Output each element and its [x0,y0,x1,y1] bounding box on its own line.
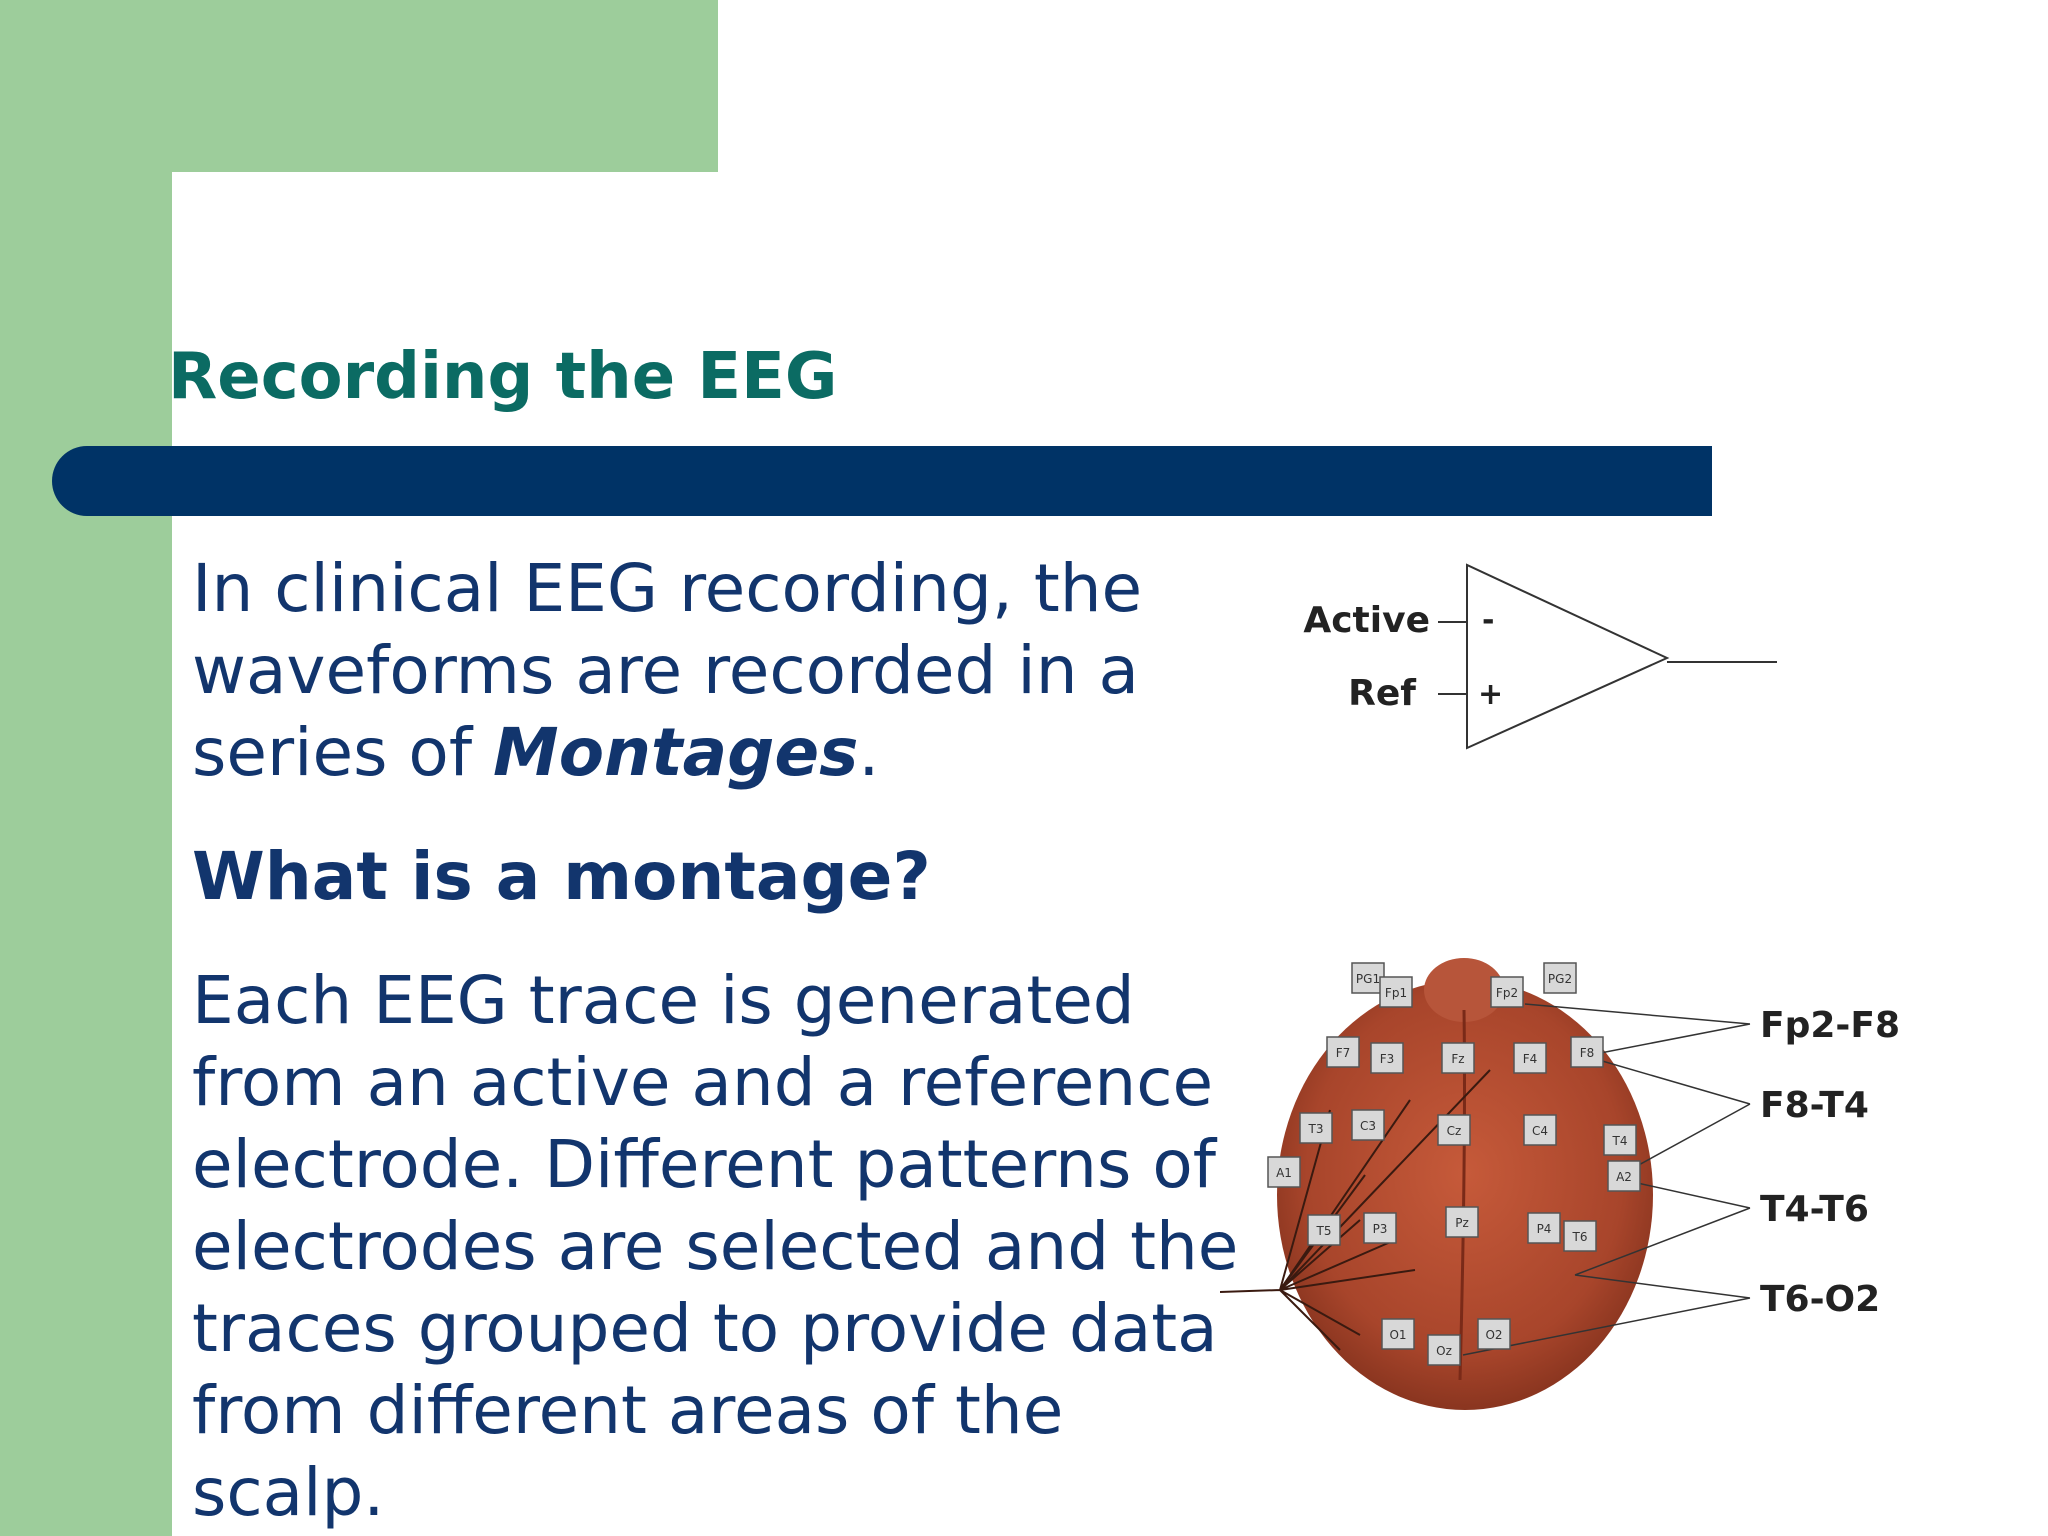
electrode-label: P3 [1373,1222,1388,1236]
slide-title: Recording the EEG [168,340,838,414]
channel-label: T4-T6 [1760,1189,1869,1230]
electrode-label: PG2 [1548,972,1572,986]
active-label: Active [1303,600,1430,641]
channel-label: T6-O2 [1760,1279,1880,1320]
electrode-marker: C4 [1523,1114,1557,1146]
nose-icon [1424,958,1504,1022]
electrode-marker: T3 [1299,1112,1333,1144]
electrode-label: PG1 [1356,972,1380,986]
electrode-marker: A2 [1607,1160,1641,1192]
explanation-line: electrode. Different patterns of [192,1126,1216,1203]
electrode-marker: C3 [1351,1109,1385,1141]
amplifier-triangle [1466,563,1670,750]
channel-connector-lines [1462,1003,1751,1356]
electrode-label: Fz [1451,1052,1464,1066]
montage-question: What is a montage? [192,838,931,915]
montage-explanation: Each EEG trace is generated from an acti… [192,960,1238,1534]
green-side-band [0,0,172,1536]
electrode-marker: P4 [1527,1212,1561,1244]
electrode-marker: Fz [1441,1042,1475,1074]
explanation-line: electrodes are selected and the [192,1208,1239,1285]
intro-line-1: In clinical EEG recording, the [192,550,1143,627]
electrode-label: T6 [1572,1230,1588,1244]
differential-amplifier-diagram: Active Ref - + [1303,563,1777,750]
electrode-label: O2 [1485,1328,1502,1342]
electrode-label: T4 [1612,1134,1628,1148]
electrode-marker: A1 [1267,1156,1301,1188]
electrode-label: O1 [1389,1328,1406,1342]
electrode-marker: Pz [1445,1206,1479,1238]
electrode-label: Oz [1436,1344,1452,1358]
electrode-marker: PG2 [1543,962,1577,994]
electrode-marker: Cz [1437,1114,1471,1146]
electrode-marker: T5 [1307,1214,1341,1246]
title-divider-bar [52,446,1712,516]
electrode-marker: T4 [1603,1124,1637,1156]
intro-line-3-suffix: . [858,714,880,791]
electrode-label: Cz [1447,1124,1462,1138]
electrode-label: T3 [1308,1122,1324,1136]
minus-sign: - [1482,603,1494,638]
electrode-label: F3 [1380,1052,1395,1066]
channel-label: Fp2-F8 [1760,1005,1900,1046]
electrode-label: Pz [1455,1216,1469,1230]
content-panel [172,172,2048,1536]
electrode-marker: O2 [1477,1318,1511,1350]
electrode-label: F7 [1336,1046,1351,1060]
electrode-label: C4 [1532,1124,1548,1138]
electrode-marker: T6 [1563,1220,1597,1252]
explanation-line: Each EEG trace is generated [192,962,1135,1039]
plus-sign: + [1478,677,1503,712]
electrode-marker: PG1 [1351,962,1385,994]
electrode-marker: F3 [1370,1042,1404,1074]
electrode-marker: Fp2 [1490,976,1524,1008]
electrode-marker: O1 [1381,1318,1415,1350]
electrode-label: F4 [1523,1052,1538,1066]
channel-label: F8-T4 [1760,1085,1869,1126]
intro-line-3-prefix: series of [192,714,494,791]
electrode-marker: Fp1 [1379,976,1413,1008]
electrode-marker: Oz [1427,1334,1461,1366]
explanation-line: from different areas of the [192,1372,1064,1449]
electrode-marker: F8 [1570,1036,1604,1068]
intro-line-2: waveforms are recorded in a [192,632,1139,709]
electrode-label: A1 [1276,1166,1292,1180]
intro-line-3: series of Montages. [192,712,1142,794]
electrode-label: F8 [1580,1046,1595,1060]
electrode-label: Fp2 [1496,986,1518,1000]
electrode-marker: P3 [1363,1212,1397,1244]
electrode-label: T5 [1316,1224,1332,1238]
explanation-line: from an active and a reference [192,1044,1214,1121]
explanation-line: traces grouped to provide data [192,1290,1218,1367]
electrode-marker: F4 [1513,1042,1547,1074]
electrode-marker: F7 [1326,1036,1360,1068]
montages-emphasis: Montages [493,714,859,791]
ref-label: Ref [1348,673,1416,714]
electrode-label: C3 [1360,1119,1376,1133]
electrode-label: P4 [1537,1222,1552,1236]
electrode-label: Fp1 [1385,986,1407,1000]
intro-paragraph: In clinical EEG recording, the waveforms… [192,548,1142,794]
explanation-line: scalp. [192,1454,385,1531]
electrode-label: A2 [1616,1170,1632,1184]
